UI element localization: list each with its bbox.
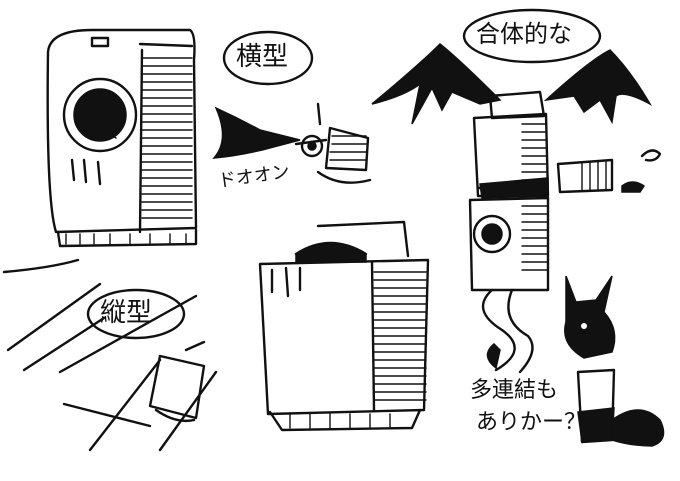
speech-bubble-vertical bbox=[86, 288, 186, 340]
multi-link-line1-label: 多連結も bbox=[470, 378, 559, 403]
speed-lines-drawing bbox=[2, 258, 218, 452]
drum-washer-drawing bbox=[46, 28, 198, 248]
vertical-washer-drawing bbox=[258, 220, 430, 432]
falling-washer-drawing bbox=[148, 340, 206, 423]
small-side-unit-drawing bbox=[556, 149, 662, 194]
multi-link-line2-label: ありかー？ bbox=[476, 410, 587, 435]
combined-label: 合体的な bbox=[476, 20, 572, 48]
flying-washer-drawing bbox=[212, 102, 372, 184]
vertical-type-label: 縦型 bbox=[100, 298, 153, 328]
speech-bubble-horizontal bbox=[222, 30, 314, 86]
speech-bubble-combined bbox=[462, 8, 602, 64]
combined-washer-drawing bbox=[371, 42, 653, 374]
dragon-creature-drawing bbox=[564, 275, 665, 447]
horizontal-type-label: 横型 bbox=[236, 42, 289, 72]
